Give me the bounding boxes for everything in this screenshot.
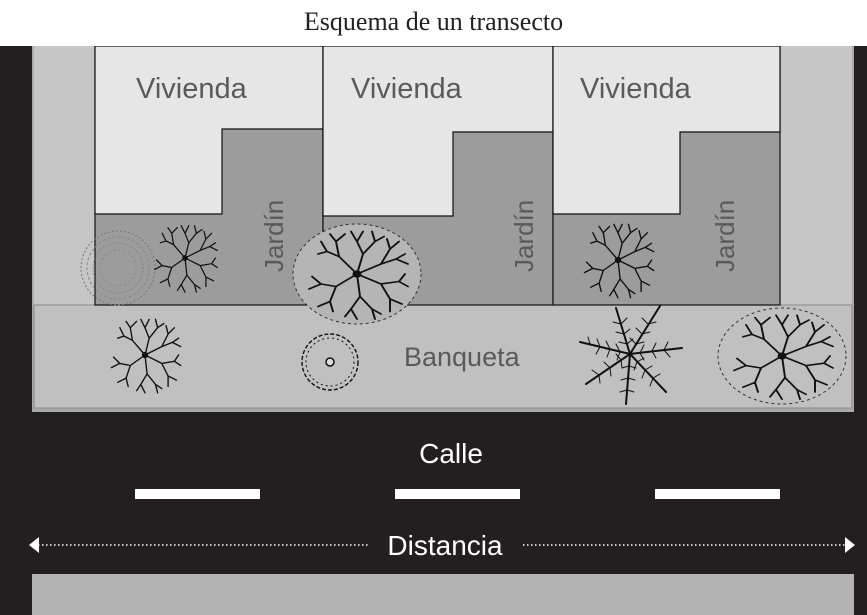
house-label-1: Vivienda xyxy=(136,73,248,105)
house-label-2: Vivienda xyxy=(351,73,463,105)
distance-arrow xyxy=(29,537,855,553)
sidewalk xyxy=(33,304,853,409)
garden-label-2: Jardín xyxy=(509,200,539,272)
lane-marking xyxy=(655,489,780,499)
palm-tree-icon xyxy=(579,305,683,405)
lane-marking xyxy=(135,489,260,499)
lane-marking xyxy=(395,489,520,499)
sidewalk-label: Banqueta xyxy=(404,342,521,372)
house-3 xyxy=(552,46,781,215)
garden-label-1: Jardín xyxy=(259,200,289,272)
house-label-3: Vivienda xyxy=(580,73,692,105)
street-label: Calle xyxy=(419,438,483,469)
spiky-round-shrub-icon xyxy=(301,333,359,391)
diagram-title: Esquema de un transecto xyxy=(303,7,564,36)
transect-scene: Vivienda Vivienda Vivienda Jardín Jardín… xyxy=(0,46,867,615)
house-2 xyxy=(322,46,554,217)
house-1 xyxy=(94,46,324,215)
scribble-shrub-icon xyxy=(80,230,156,306)
leafy-tree-icon xyxy=(717,307,847,405)
garden-label-3: Jardín xyxy=(710,200,740,272)
lot-1 xyxy=(94,46,324,306)
lot-3 xyxy=(552,46,781,306)
distance-label: Distancia xyxy=(387,530,503,561)
arrow-right-icon xyxy=(845,537,855,553)
arrow-left-icon xyxy=(29,537,39,553)
leafy-tree-icon xyxy=(292,223,422,325)
opposite-block xyxy=(32,574,854,615)
